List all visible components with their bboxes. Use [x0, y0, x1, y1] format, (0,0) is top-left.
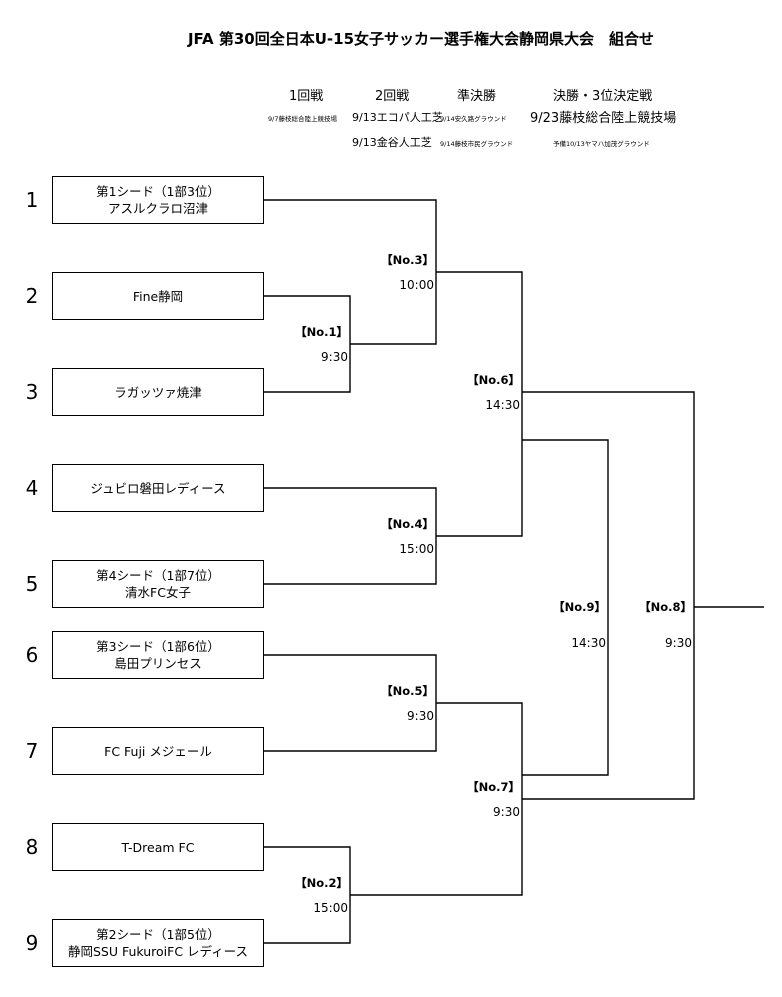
- team-line2: アスルクラロ沼津: [107, 201, 208, 216]
- match-time-4: 15:00: [399, 542, 434, 556]
- team-line1: ジュビロ磐田レディース: [90, 480, 226, 496]
- team-line1: 第2シード（1部5位）: [96, 927, 220, 942]
- venue-r2-a: 9/13エコパ人工芝: [352, 111, 443, 124]
- seed-number: 4: [25, 476, 39, 500]
- match-time-3: 10:00: [399, 278, 434, 292]
- seed-number: 6: [25, 643, 39, 667]
- team-line1: 第1シード（1部3位）: [96, 184, 220, 199]
- match-label-5: 【No.5】: [381, 684, 434, 698]
- round-header-3: 準決勝: [457, 89, 497, 104]
- match-label-4: 【No.4】: [381, 517, 434, 531]
- venue-r2-b: 9/13金谷人工芝: [352, 136, 432, 149]
- seed-number: 7: [25, 739, 39, 763]
- match-time-5: 9:30: [407, 709, 434, 723]
- team-line1: 第4シード（1部7位）: [96, 568, 220, 583]
- match-label-2: 【No.2】: [295, 876, 348, 890]
- team-box: Fine静岡: [52, 272, 264, 320]
- match-time-1: 9:30: [321, 350, 348, 364]
- round-header-2: 2回戦: [375, 89, 410, 104]
- match-time-2: 15:00: [313, 901, 348, 915]
- team-line1: 第3シード（1部6位）: [96, 639, 220, 654]
- team-box: T-Dream FC: [52, 823, 264, 871]
- match-time-8: 9:30: [665, 636, 692, 650]
- seed-number: 9: [25, 931, 39, 955]
- seed-number: 8: [25, 835, 39, 859]
- team-box: ジュビロ磐田レディース: [52, 464, 264, 512]
- seed-number: 2: [25, 284, 39, 308]
- seed-number: 3: [25, 380, 39, 404]
- match-time-6: 14:30: [485, 398, 520, 412]
- team-box: 第1シード（1部3位） アスルクラロ沼津: [52, 176, 264, 224]
- match-label-6: 【No.6】: [467, 373, 520, 387]
- venue-final-b: 予備10/13ヤマハ加茂グラウンド: [553, 140, 650, 148]
- team-box: ラガッツァ焼津: [52, 368, 264, 416]
- team-box: 第3シード（1部6位） 島田プリンセス: [52, 631, 264, 679]
- match-label-7: 【No.7】: [467, 780, 520, 794]
- team-line2: 島田プリンセス: [114, 656, 202, 671]
- seed-number: 5: [25, 572, 39, 596]
- team-line1: T-Dream FC: [121, 839, 195, 855]
- match-time-7: 9:30: [493, 805, 520, 819]
- seed-number: 1: [25, 188, 39, 212]
- venue-r3-b: 9/14藤枝市民グラウンド: [440, 140, 514, 148]
- team-line2: 清水FC女子: [125, 585, 191, 600]
- team-line1: ラガッツァ焼津: [114, 384, 202, 400]
- venue-final-a: 9/23藤枝総合陸上競技場: [530, 111, 677, 126]
- venue-r1: 9/7藤枝総合陸上競技場: [268, 115, 337, 123]
- match-time-9: 14:30: [571, 636, 606, 650]
- team-line1: FC Fuji メジェール: [104, 743, 212, 759]
- match-label-1: 【No.1】: [295, 325, 348, 339]
- match-label-9: 【No.9】: [553, 600, 606, 614]
- match-label-3: 【No.3】: [381, 253, 434, 267]
- page-title: JFA 第30回全日本U-15女子サッカー選手権大会静岡県大会 組合せ: [187, 30, 655, 48]
- venue-r3-a: 9/14安久路グラウンド: [440, 115, 507, 123]
- team-line2: 静岡SSU FukuroiFC レディース: [67, 944, 249, 959]
- team-box: 第2シード（1部5位） 静岡SSU FukuroiFC レディース: [52, 919, 264, 967]
- match-label-8: 【No.8】: [639, 600, 692, 614]
- team-line1: Fine静岡: [132, 288, 184, 304]
- team-box: 第4シード（1部7位） 清水FC女子: [52, 560, 264, 608]
- team-box: FC Fuji メジェール: [52, 727, 264, 775]
- round-header-1: 1回戦: [289, 89, 324, 104]
- round-header-final: 決勝・3位決定戦: [553, 89, 653, 104]
